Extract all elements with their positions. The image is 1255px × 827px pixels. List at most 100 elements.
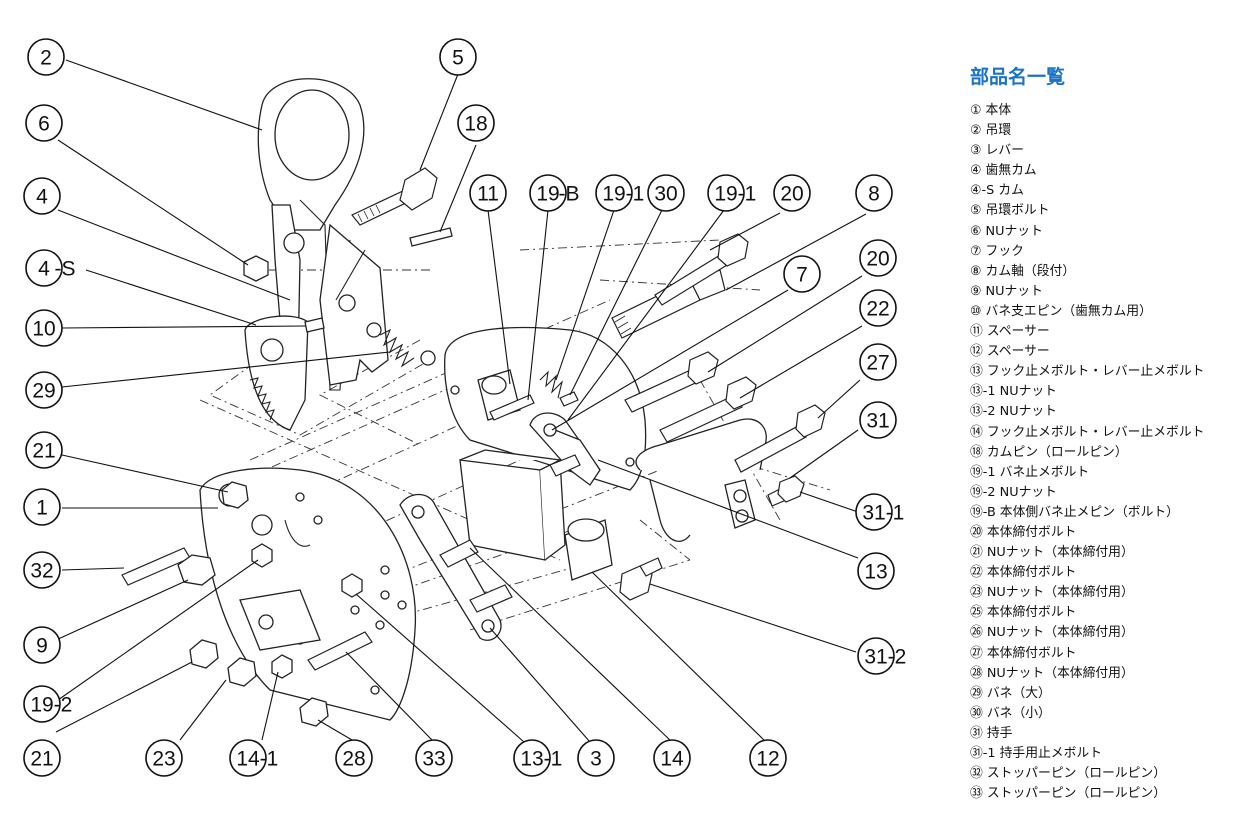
hook-block <box>459 449 566 561</box>
callout-c30: 30 <box>647 174 685 212</box>
parts-list-item: ④-S カム <box>970 183 1024 199</box>
callout-circle <box>857 552 895 590</box>
parts-list-item: ㉕ 本体締付ボルト <box>970 605 1077 621</box>
callout-number: 31 <box>866 410 889 433</box>
parts-list-title: 部品名一覧 <box>970 66 1066 88</box>
callout-circle <box>23 551 61 589</box>
parts-list-item: ⑤ 吊環ボルト <box>970 203 1050 219</box>
callout-c32: 32 <box>23 551 61 589</box>
callout-number: 4 <box>36 186 48 209</box>
small-spring-30 <box>539 370 564 399</box>
callout-c28: 28 <box>335 739 373 777</box>
callout-number: 4 <box>38 258 50 281</box>
callout-circle <box>25 371 63 409</box>
bolt-19b <box>489 394 535 421</box>
callout-c31_2: 31-2 <box>857 637 907 675</box>
callout-c4: 4 <box>23 177 61 215</box>
bolt-13-top <box>549 454 581 477</box>
callout-c31: 31 <box>859 401 897 439</box>
callout-c31_1: 31-1 <box>855 493 905 531</box>
callout-c22: 22 <box>859 289 897 327</box>
callout-number: 6 <box>38 113 50 136</box>
callout-suffix: -1 <box>260 748 279 771</box>
handle-bolt-31-2 <box>619 557 663 601</box>
callout-c29: 29 <box>25 371 63 409</box>
callout-number: 22 <box>866 298 889 321</box>
callout-circle <box>859 289 897 327</box>
callout-number: 20 <box>780 183 803 206</box>
callout-suffix: -1 <box>886 502 905 525</box>
callout-c14_1: 14-1 <box>229 739 279 777</box>
callout-circle <box>23 177 61 215</box>
callout-number: 11 <box>477 183 499 206</box>
callout-suffix: -1 <box>626 183 645 206</box>
nut-14-1 <box>271 654 293 679</box>
callout-circle <box>513 739 551 777</box>
callout-number: 18 <box>464 113 487 136</box>
callout-c10: 10 <box>25 309 63 347</box>
callout-c4s: 4-S <box>25 249 76 287</box>
callout-circle <box>229 739 267 777</box>
callout-circle <box>855 174 893 212</box>
callout-number: 32 <box>30 560 53 583</box>
callout-suffix: -2 <box>54 694 73 717</box>
callout-c7: 7 <box>783 255 821 293</box>
ring-bolt-5 <box>351 167 438 226</box>
callout-circle <box>647 174 685 212</box>
callout-circle <box>27 38 65 76</box>
callout-suffix: -1 <box>544 748 563 771</box>
parts-list-item: ⑦ フック <box>970 243 1024 259</box>
callout-circle <box>529 174 567 212</box>
parts-list-item: ⑬-2 NUナット <box>970 404 1057 420</box>
callout-suffix: -2 <box>888 646 907 669</box>
callout-circle <box>595 174 633 212</box>
callout-number: 2 <box>40 47 52 70</box>
parts-list-item: ⑭ フック止メボルト・レバー止メボルト <box>970 424 1205 440</box>
hoisting-ring-part <box>257 78 365 391</box>
parts-list-item: ⑱ カムピン（ロールピン） <box>970 444 1128 460</box>
parts-list-item: ㉛ 持手 <box>970 725 1013 741</box>
parts-list-item: ⑥ NUナット <box>970 223 1043 239</box>
callout-c21a: 21 <box>25 431 63 469</box>
cam-pin-18 <box>409 227 453 247</box>
nut-13-1 <box>341 573 363 598</box>
parts-list-item: ㉙ バネ（大） <box>970 685 1051 701</box>
callout-circle <box>855 493 893 531</box>
callout-c19b: 19-B <box>529 174 580 212</box>
callout-circle <box>783 255 821 293</box>
callout-circle <box>859 239 897 277</box>
callout-circle <box>25 431 63 469</box>
callout-suffix: -B <box>559 183 580 206</box>
body-bolt-27 <box>734 404 826 473</box>
parts-list-item: ⑳ 本体締付ボルト <box>970 524 1077 540</box>
handle-bolt-31-1 <box>767 475 805 507</box>
parts-list-item: ⑲-B 本体側バネ止メピン（ボルト） <box>970 504 1179 520</box>
nut-6 <box>243 255 269 282</box>
nut-21-bottom <box>189 639 219 669</box>
callout-c19_2: 19-2 <box>23 685 73 723</box>
callout-c2: 2 <box>27 38 65 76</box>
callout-number: 21 <box>30 748 53 771</box>
parts-list-item: ㉚ バネ（小） <box>970 705 1051 721</box>
callout-number: 30 <box>654 183 677 206</box>
callout-circle <box>415 739 453 777</box>
lever-plate-part <box>319 223 389 386</box>
parts-list-item: ㉝ ストッパーピン（ロールピン） <box>970 786 1167 802</box>
callout-circle <box>707 174 745 212</box>
callout-circle <box>773 174 811 212</box>
nut-19-2 <box>251 543 273 568</box>
callout-c18: 18 <box>457 104 495 142</box>
large-spring-part <box>366 322 436 368</box>
callout-circle <box>23 488 61 526</box>
callout-c8: 8 <box>855 174 893 212</box>
parts-list-item: ⑬-1 NUナット <box>970 384 1057 400</box>
cam-axis-8 <box>611 269 726 339</box>
callout-number: 19 <box>30 694 53 717</box>
callout-circle <box>749 739 787 777</box>
handle-31 <box>635 418 767 542</box>
callout-suffix: -S <box>55 258 76 281</box>
body-bolt-22 <box>659 376 757 443</box>
parts-list-item: ㉘ NUナット（本体締付用） <box>970 665 1134 681</box>
